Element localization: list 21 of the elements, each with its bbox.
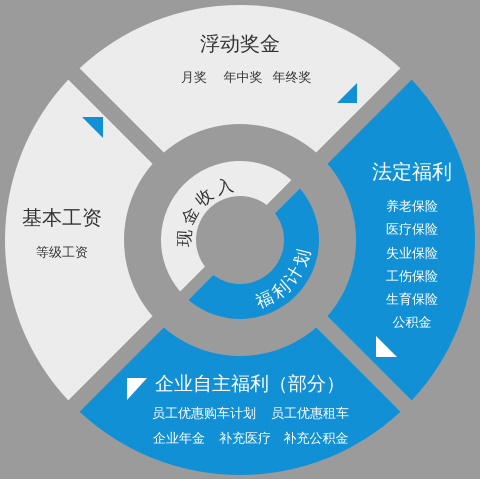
segment-title: 法定福利 — [372, 160, 452, 184]
list-item: 等级工资 — [36, 246, 88, 262]
ring-label: 福利计划 — [253, 243, 316, 313]
list-item: 企业年金 — [153, 432, 205, 448]
list-item: 员工优惠租车 — [271, 408, 349, 422]
list-item: 医疗保险 — [386, 224, 438, 238]
segment-title: 基本工资 — [22, 206, 102, 230]
ring-label: 现金收入 — [174, 174, 240, 248]
list-item: 补充公积金 — [284, 432, 348, 448]
list-item: 养老保险 — [386, 200, 438, 216]
list-item: 生育保险 — [386, 294, 438, 308]
list-item: 年中奖 — [224, 72, 262, 86]
list-item: 年终奖 — [272, 72, 312, 86]
list-item: 公积金 — [392, 316, 432, 332]
list-item: 补充医疗 — [219, 432, 271, 448]
segment-title: 企业自主福利（部分） — [155, 374, 345, 396]
list-item: 月奖 — [181, 72, 207, 86]
segment-title: 浮动奖金 — [200, 32, 280, 56]
list-item: 失业保险 — [386, 248, 438, 262]
list-item: 员工优惠购车计划 — [152, 408, 256, 422]
list-item: 工伤保险 — [386, 270, 438, 286]
